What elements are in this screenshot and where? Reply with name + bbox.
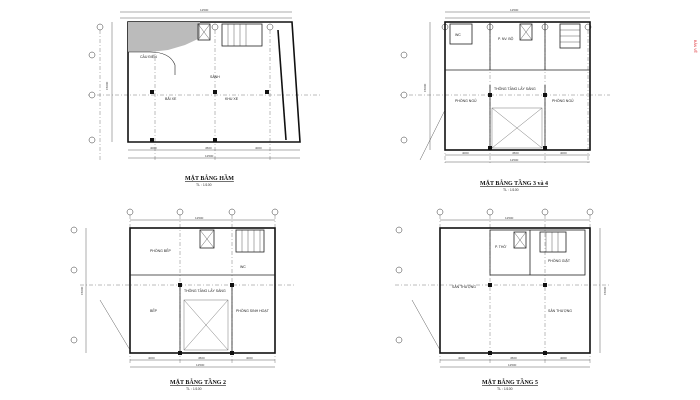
svg-text:SÂN THƯỢNG: SÂN THƯỢNG: [452, 285, 476, 289]
svg-text:15000: 15000: [80, 286, 84, 295]
svg-text:CẦU ĐIỆN: CẦU ĐIỆN: [140, 54, 157, 59]
svg-text:TL : 1/100: TL : 1/100: [196, 183, 212, 187]
plan-floor-2-title: MẶT BẰNG TẦNG 2: [170, 378, 226, 386]
svg-text:4000: 4000: [560, 151, 567, 155]
plan-basement: 12500 CẦU ĐIỆN BÃI XE KHU XE SẢNH 4000 4…: [88, 8, 320, 187]
svg-text:4500: 4500: [205, 146, 212, 150]
svg-text:BẢN VẼ: BẢN VẼ: [693, 40, 698, 54]
plan-basement-title: MẶT BẰNG HẦM: [185, 174, 234, 182]
svg-text:12500: 12500: [510, 158, 519, 162]
svg-text:PHÒNG NGỦ: PHÒNG NGỦ: [455, 98, 477, 103]
svg-text:4000: 4000: [462, 151, 469, 155]
svg-text:15000: 15000: [105, 81, 109, 90]
plan-floor-5: 12500 P. THỜ PHÒNG GIẶT SÂN THƯỢNG SÂN T…: [395, 208, 610, 391]
svg-text:PHÒNG BẾP: PHÒNG BẾP: [150, 248, 171, 253]
svg-text:4500: 4500: [510, 356, 517, 360]
svg-text:SẢNH: SẢNH: [210, 74, 220, 79]
svg-text:PHÒNG GIẶT: PHÒNG GIẶT: [548, 258, 571, 263]
svg-text:TL : 1/100: TL : 1/100: [186, 387, 202, 391]
svg-text:P. NV. BỘ: P. NV. BỘ: [498, 36, 514, 41]
svg-text:4000: 4000: [458, 356, 465, 360]
svg-text:PHÒNG SINH HOẠT: PHÒNG SINH HOẠT: [236, 308, 270, 313]
svg-text:4000: 4000: [560, 356, 567, 360]
plan-floor-2: 12500 PHÒNG BẾP THÔNG TẦNG LẤY SÁNG PHÒN…: [70, 208, 295, 391]
svg-text:15000: 15000: [603, 286, 607, 295]
svg-text:12500: 12500: [195, 216, 204, 220]
svg-text:4000: 4000: [255, 146, 262, 150]
plan-floor-3-4: 12500 P. NV. BỘ THÔNG TẦNG LẤY SÁNG PHÒN…: [400, 8, 610, 192]
svg-text:12500: 12500: [196, 363, 205, 367]
svg-text:THÔNG TẦNG LẤY SÁNG: THÔNG TẦNG LẤY SÁNG: [184, 288, 226, 293]
plan-floor-5-title: MẶT BẰNG TẦNG 5: [482, 378, 538, 386]
svg-text:TL : 1/100: TL : 1/100: [503, 188, 519, 192]
plan-floor-3-4-title: MẶT BẰNG TẦNG 3 và 4: [480, 179, 548, 187]
svg-text:12500: 12500: [508, 363, 517, 367]
svg-text:4000: 4000: [150, 146, 157, 150]
svg-text:4500: 4500: [512, 151, 519, 155]
svg-text:4000: 4000: [246, 356, 253, 360]
svg-text:12500: 12500: [205, 154, 214, 158]
svg-text:WC: WC: [455, 33, 461, 37]
svg-text:PHÒNG NGỦ: PHÒNG NGỦ: [552, 98, 574, 103]
svg-text:12500: 12500: [505, 216, 514, 220]
svg-text:12500: 12500: [510, 8, 519, 12]
svg-text:15000: 15000: [423, 83, 427, 92]
svg-text:4500: 4500: [198, 356, 205, 360]
svg-text:TL : 1/100: TL : 1/100: [497, 387, 513, 391]
svg-text:12500: 12500: [200, 8, 209, 12]
svg-text:SÂN THƯỢNG: SÂN THƯỢNG: [548, 309, 572, 313]
svg-text:BẾP: BẾP: [150, 308, 158, 313]
svg-text:THÔNG TẦNG LẤY SÁNG: THÔNG TẦNG LẤY SÁNG: [494, 86, 536, 91]
svg-text:WC: WC: [240, 265, 246, 269]
svg-text:BÃI XE: BÃI XE: [165, 96, 177, 101]
margin-note: BẢN VẼ: [693, 40, 698, 54]
svg-text:4000: 4000: [148, 356, 155, 360]
svg-text:P. THỜ: P. THỜ: [495, 244, 506, 249]
svg-text:KHU XE: KHU XE: [225, 97, 239, 101]
